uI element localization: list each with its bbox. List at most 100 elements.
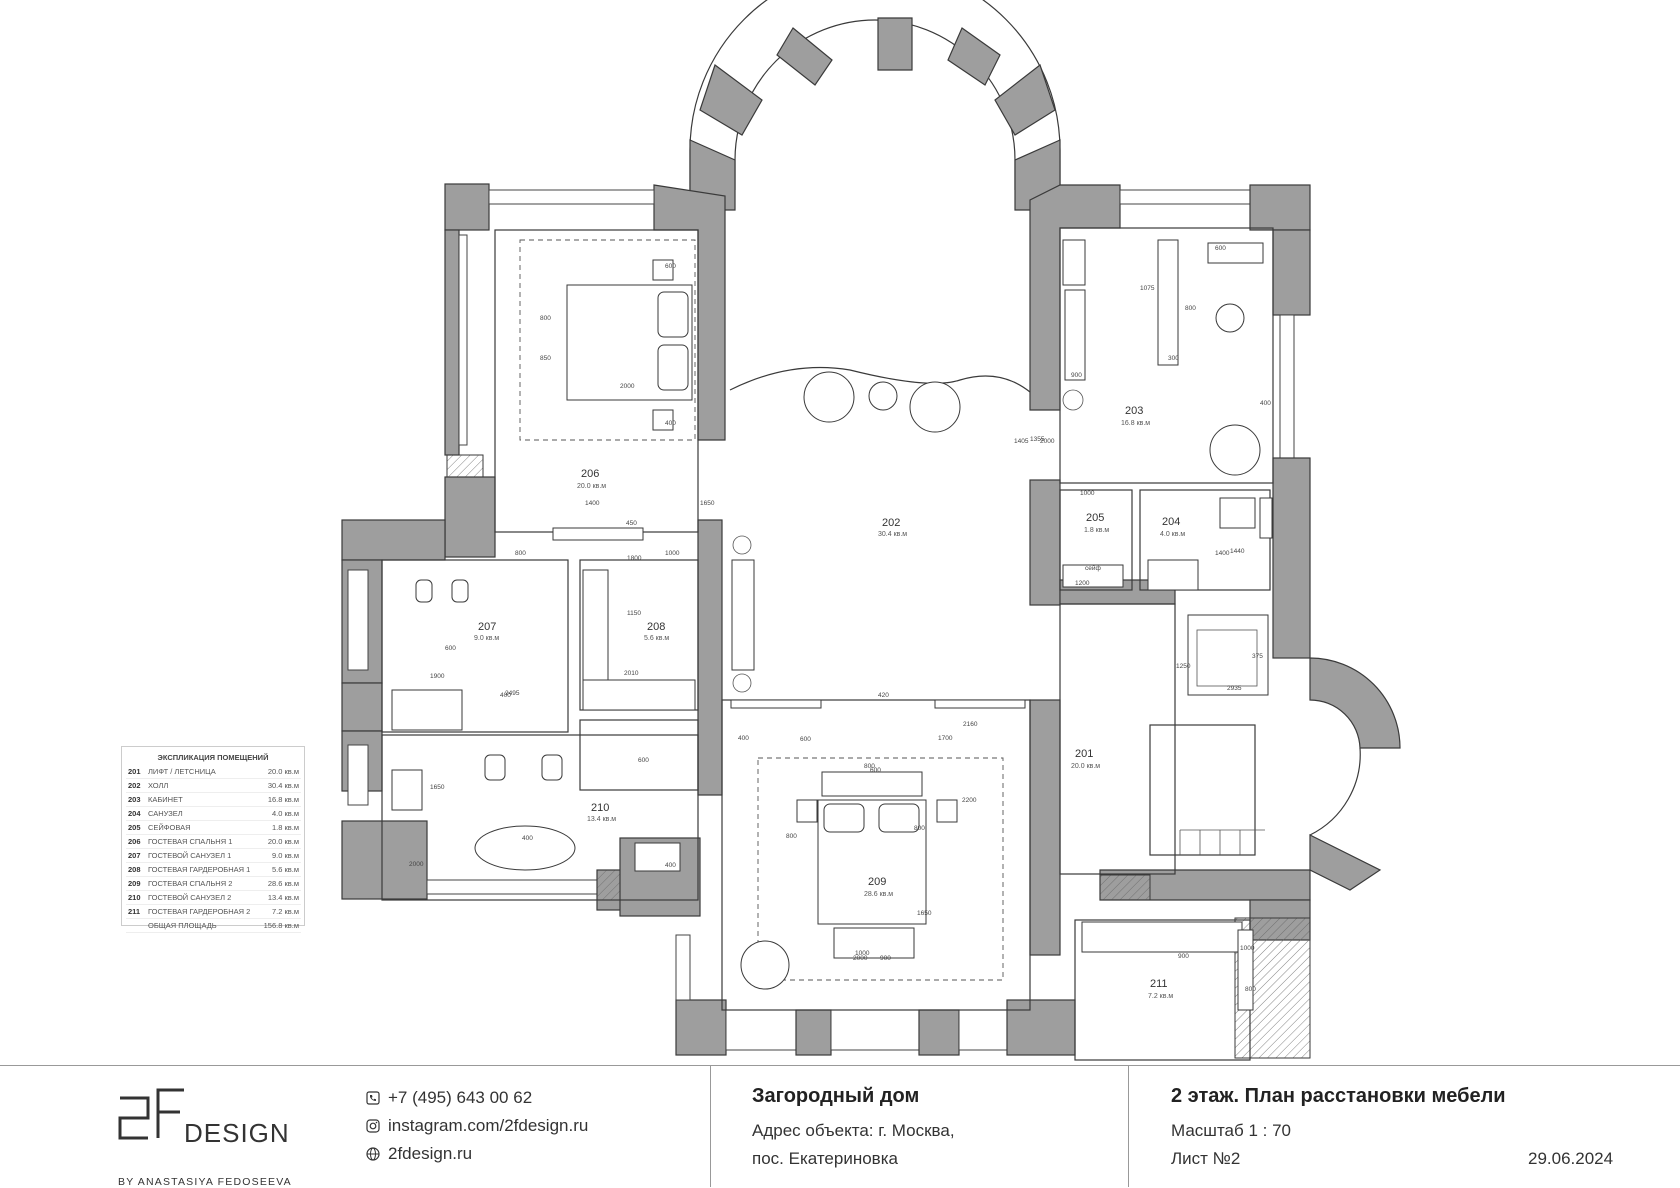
dimension-label: 1000 — [1080, 490, 1095, 497]
room-206-number: 206 — [581, 468, 599, 480]
room-204-area: 4.0 кв.м — [1160, 531, 1185, 538]
legend-name: САНУЗЕЛ — [148, 809, 183, 818]
dimension-label: 2000 — [853, 955, 868, 962]
floor-plan: 201 20.0 кв.м 202 30.4 кв.м 203 16.8 кв.… — [341, 0, 1401, 1061]
dimension-label: 600 — [445, 645, 456, 652]
legend-area: 20.0 кв.м — [267, 837, 299, 846]
dimension-label: 1800 — [627, 555, 642, 562]
room-labels: 201 20.0 кв.м 202 30.4 кв.м 203 16.8 кв.… — [474, 405, 1185, 1000]
dimension-label: 2160 — [963, 721, 978, 728]
dimension-label: 1000 — [665, 550, 680, 557]
room-208-number: 208 — [647, 621, 665, 633]
dimension-label: 450 — [626, 520, 637, 527]
legend-name: ХОЛЛ — [148, 781, 169, 790]
website-text: 2fdesign.ru — [388, 1144, 473, 1163]
legend-name: КАБИНЕТ — [148, 795, 183, 804]
company-logo: DESIGN BY ANASTASIYA FEDOSEEVA — [118, 1088, 318, 1188]
legend-number: 209 — [128, 879, 141, 888]
dimension-label: 400 — [738, 735, 749, 742]
legend-area: 7.2 кв.м — [271, 907, 299, 916]
room-210-area: 13.4 кв.м — [587, 816, 616, 823]
dimension-label: 2000 — [620, 383, 635, 390]
dimension-label: 420 — [878, 692, 889, 699]
room-201-number: 201 — [1075, 748, 1093, 760]
title-block-top-rule — [0, 1065, 1680, 1066]
room-203-area: 16.8 кв.м — [1121, 420, 1150, 427]
contact-website[interactable]: 2fdesign.ru — [366, 1144, 472, 1164]
dimension-label: 400 — [522, 835, 533, 842]
room-209-number: 209 — [868, 876, 886, 888]
legend-area: 20.0 кв.м — [267, 767, 299, 776]
dimension-label: 800 — [1245, 986, 1256, 993]
project-address-line1: Адрес объекта: г. Москва, — [752, 1121, 955, 1140]
dimension-label: 800 — [864, 763, 875, 770]
legend-area: 13.4 кв.м — [267, 893, 299, 902]
sheet-scale: Масштаб 1 : 70 — [1171, 1121, 1291, 1140]
contact-phone[interactable]: +7 (495) 643 00 62 — [366, 1088, 532, 1108]
room-209-area: 28.6 кв.м — [864, 891, 893, 898]
dimension-label: 600 — [638, 757, 649, 764]
legend-number: 207 — [128, 851, 141, 860]
walls — [341, 183, 1401, 1059]
project-title: Загородный дом — [752, 1085, 920, 1107]
dimension-label: 800 — [515, 550, 526, 557]
furniture — [391, 239, 1273, 1011]
dimension-label: 1000 — [855, 950, 870, 957]
dimension-label: 400 — [665, 862, 676, 869]
dimension-label: 600 — [800, 736, 811, 743]
dimension-label: 1400 — [585, 500, 600, 507]
legend-number: 202 — [128, 781, 141, 790]
dimension-label: 400 — [500, 692, 511, 699]
dimension-label: 2935 — [1227, 685, 1242, 692]
dimension-label: 1650 — [430, 784, 445, 791]
sheet-date: 29.06.2024 — [1528, 1149, 1614, 1168]
legend-number: 210 — [128, 893, 141, 902]
contact-instagram[interactable]: instagram.com/2fdesign.ru — [366, 1116, 588, 1136]
legend-name: ГОСТЕВОЙ САНУЗЕЛ 2 — [148, 893, 232, 902]
dimension-label: 1400 — [1215, 550, 1230, 557]
legend-area: 1.8 кв.м — [271, 823, 299, 832]
dimension-label: 375 — [1252, 653, 1263, 660]
legend-title: ЭКСПЛИКАЦИЯ ПОМЕЩЕНИЙ — [157, 753, 269, 762]
dimension-label: 2010 — [624, 670, 639, 677]
globe-icon — [366, 1147, 380, 1161]
room-202-area: 30.4 кв.м — [878, 531, 907, 538]
legend-area: 28.6 кв.м — [267, 879, 299, 888]
dimension-label: 600 — [1215, 245, 1226, 252]
legend-area: 156.8 кв.м — [263, 921, 299, 930]
legend-number: 204 — [128, 809, 141, 818]
room-207-number: 207 — [478, 621, 496, 633]
sheet-number: Лист №2 — [1171, 1149, 1241, 1168]
dimension-label: 2000 — [1040, 438, 1055, 445]
dimension-label: 1200 — [1075, 580, 1090, 587]
room-211-area: 7.2 кв.м — [1148, 993, 1173, 1000]
dimension-label: 800 — [914, 825, 925, 832]
dimension-label: 600 — [665, 263, 676, 270]
dimension-label: 900 — [1178, 953, 1189, 960]
room-208-area: 5.6 кв.м — [644, 635, 669, 642]
legend-number: 211 — [128, 907, 141, 916]
dimension-label: 1405 — [1014, 438, 1029, 445]
instagram-text: instagram.com/2fdesign.ru — [388, 1116, 589, 1135]
dimension-label: 2000 — [409, 861, 424, 868]
legend-name: ОБЩАЯ ПЛОЩАДЬ — [148, 921, 217, 930]
dimension-label: 1700 — [938, 735, 953, 742]
dimension-label: 900 — [1071, 372, 1082, 379]
dimension-label: 2495 — [505, 690, 520, 697]
hall-curve — [729, 366, 1031, 393]
legend-name: ГОСТЕВАЯ СПАЛЬНЯ 1 — [148, 837, 233, 846]
dimension-label: 1075 — [1140, 285, 1155, 292]
legend-area: 4.0 кв.м — [271, 809, 299, 818]
safe-label: сейф — [1085, 564, 1101, 572]
room-205-area: 1.8 кв.м — [1084, 527, 1109, 534]
room-206-area: 20.0 кв.м — [577, 483, 606, 490]
dimension-label: 300 — [1168, 355, 1179, 362]
legend-number: 205 — [128, 823, 141, 832]
